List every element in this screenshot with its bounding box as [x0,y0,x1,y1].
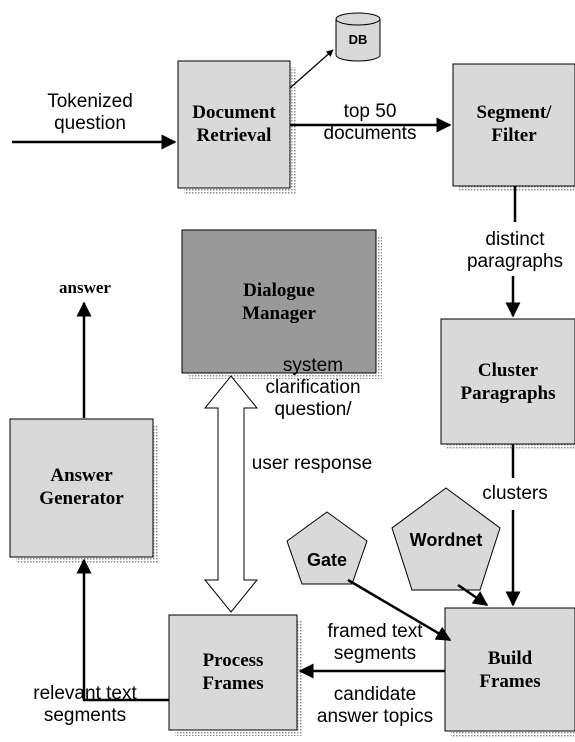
process-frames-box [168,614,298,731]
db-label: DB [349,32,368,47]
gate-pentagon [286,511,368,585]
answer-generator-label: Answer Generator [39,465,124,509]
gate-arrow [347,578,452,642]
cluster-paragraphs-label: Cluster Paragraphs [460,360,556,404]
build-frames-box [444,607,575,732]
wordnet-label: Wordnet [410,530,483,550]
wordnet-arrow [457,583,489,607]
db-cylinder [335,12,381,62]
process-to-answer-arrow [76,558,169,702]
db-arrow [289,49,334,89]
user-response-label: user response [251,453,373,474]
dialogue-manager-label: Dialogue Manager [242,280,316,324]
wordnet-pentagon [391,487,501,591]
clusters-label: clusters [482,483,548,504]
document-retrieval-label: Document Retrieval [192,102,276,146]
segment-filter-label: Segment/ Filter [476,102,552,146]
dialogue-manager-box [181,229,377,374]
answer-generator-box [9,418,154,558]
gate-label: Gate [307,550,347,570]
answer-label: answer [59,278,111,297]
dialogue-double-arrow [203,375,259,613]
cluster-paragraphs-box [440,318,575,445]
process-frames-label: Process Frames [202,650,264,694]
segment-filter-box [452,63,575,187]
build-frames-label: Build Frames [479,648,541,692]
